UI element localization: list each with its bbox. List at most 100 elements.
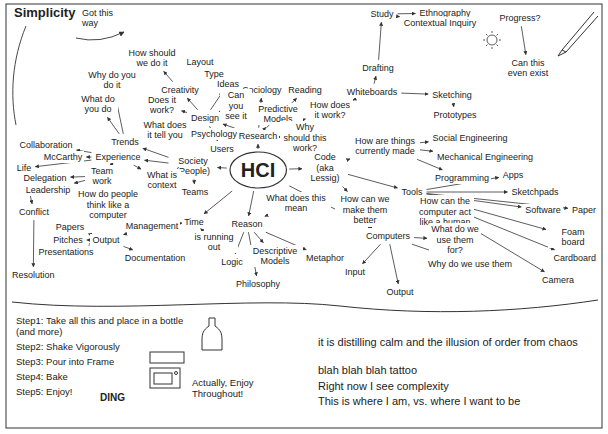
- node-text: Experience: [95, 152, 140, 162]
- topic-node: Conflict: [17, 206, 51, 218]
- topic-node: Layout: [184, 56, 215, 68]
- connector-arrow: [414, 237, 427, 239]
- node-text: What does this mean: [263, 193, 329, 214]
- oven-sketch: [150, 368, 180, 388]
- node-text: Metaphor: [306, 253, 344, 263]
- topic-node: Computers: [364, 230, 412, 242]
- node-text: Time: [184, 217, 204, 227]
- node-text: Reading: [288, 85, 322, 95]
- reflection-note: This is where I am, vs. where I want to …: [318, 395, 520, 408]
- side-note: Actually, Enjoy Throughout!: [192, 378, 282, 400]
- node-text: Sketchpads: [511, 187, 558, 197]
- node-text: Layout: [186, 57, 213, 67]
- topic-node: What do we use them for?: [429, 223, 481, 256]
- topic-node: Apps: [501, 169, 526, 181]
- node-text: Why do we use them: [428, 259, 512, 269]
- topic-node: How are things currently made: [352, 135, 418, 158]
- connector-arrow: [33, 220, 35, 267]
- reflection-note: it is distilling calm and the illusion o…: [318, 336, 578, 349]
- topic-node: Foam board: [548, 226, 598, 249]
- connector-arrow: [194, 179, 195, 183]
- reflection-note: blah blah blah tattoo: [318, 364, 417, 377]
- node-text: Whiteboards: [347, 87, 398, 97]
- topic-node: Can this even exist: [503, 57, 553, 80]
- topic-node: What is context: [143, 169, 181, 192]
- topic-node: Metaphor: [304, 252, 346, 264]
- node-text: Does it work?: [147, 95, 178, 116]
- connector-arrow: [521, 26, 526, 54]
- node-text: Teams: [182, 187, 209, 197]
- topic-node: Philosophy: [234, 278, 282, 290]
- connector-arrow: [257, 144, 258, 149]
- node-text: Contextual Inquiry: [404, 18, 477, 28]
- node-text: Users: [210, 144, 234, 154]
- topic-node: Reason: [229, 218, 264, 230]
- connector-arrow: [71, 176, 85, 178]
- topic-node: What does this mean: [261, 192, 331, 215]
- connector-arrow: [348, 174, 397, 188]
- connector-arrow: [87, 240, 89, 241]
- node-text: HCI: [241, 159, 275, 181]
- topic-node: Descriptive Models: [248, 245, 303, 268]
- topic-node: Input: [343, 266, 367, 278]
- node-text: Foam board: [550, 227, 596, 248]
- connector-arrow: [124, 246, 133, 249]
- sun-rays: [483, 31, 501, 49]
- node-text: Software: [525, 205, 561, 215]
- topic-node: Code (aka Lessig): [304, 151, 346, 184]
- topic-node: Sketching: [430, 89, 474, 101]
- pen-body: [558, 12, 598, 56]
- topic-node: Whiteboards: [345, 86, 400, 98]
- node-text: Prototypes: [433, 110, 476, 120]
- node-text: Drafting: [362, 63, 394, 73]
- node-text: Logic: [221, 257, 243, 267]
- connector-arrow: [134, 165, 141, 169]
- pen-sketch: [558, 12, 598, 56]
- connector-arrow: [289, 168, 302, 169]
- connector-arrow: [187, 98, 197, 110]
- connector-arrow: [164, 71, 173, 81]
- topic-node: Trends: [109, 136, 141, 148]
- topic-node: Progress?: [497, 12, 542, 24]
- node-text: Delegation: [23, 173, 66, 183]
- connector-arrow: [401, 93, 428, 94]
- connector-arrow: [420, 141, 428, 143]
- node-text: Mechanical Engineering: [437, 152, 533, 162]
- node-text: Why do you do it: [87, 70, 138, 91]
- connector-arrow: [390, 244, 399, 284]
- topic-node: Delegation: [21, 172, 68, 184]
- node-text: Can this even exist: [505, 58, 551, 79]
- node-text: Apps: [503, 170, 524, 180]
- title-note: Simplicity: [14, 6, 75, 21]
- node-text: What do we use them for?: [431, 224, 479, 255]
- step-note: Step1: Take all this and place in a bott…: [16, 316, 194, 338]
- topic-node: Resolution: [10, 269, 57, 281]
- topic-node: What does it tell you: [141, 119, 189, 142]
- cloud-boundary: [12, 300, 598, 312]
- node-text: Progress?: [499, 13, 540, 23]
- topic-node: Paper: [570, 204, 598, 216]
- oven-door: [154, 373, 172, 384]
- connector-arrow: [254, 232, 263, 242]
- step-note: Step3: Pour into Frame: [16, 357, 114, 368]
- node-text: Code (aka Lessig): [306, 152, 344, 183]
- topic-node: Prototypes: [431, 109, 478, 121]
- topic-node: How should we do it: [125, 47, 180, 70]
- connector-arrow: [107, 117, 119, 133]
- node-text: What do you do: [80, 94, 116, 115]
- sun-disc: [487, 35, 497, 45]
- frame-sketch: [150, 352, 184, 363]
- node-text: Pitches: [53, 235, 83, 245]
- node-text: is running out: [192, 232, 236, 253]
- node-text: Output: [386, 287, 413, 297]
- node-text: How can we make them better: [337, 194, 393, 225]
- node-text: How does it work?: [310, 100, 351, 121]
- node-text: Management: [126, 221, 179, 231]
- topic-node: Programming: [433, 172, 491, 184]
- node-text: Reason: [231, 219, 262, 229]
- node-text: Sketching: [432, 90, 472, 100]
- topic-node: Documentation: [123, 252, 188, 264]
